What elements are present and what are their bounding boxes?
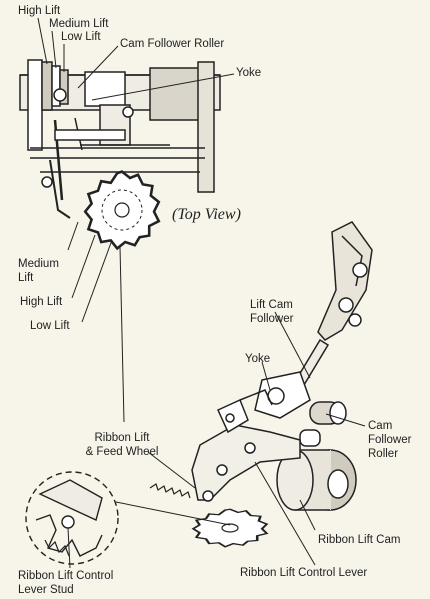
top-view-feed-wheel	[83, 170, 161, 250]
label-low-lift-left: Low Lift	[30, 320, 70, 332]
bottom-leader-lines	[67, 311, 366, 569]
label-high-lift-top: High Lift	[18, 5, 61, 17]
stud-detail-circle	[25, 471, 231, 565]
perspective-feed-wheel	[191, 507, 269, 548]
label-lift-cam-follower-2: Follower	[250, 313, 294, 325]
label-top-view: (Top View)	[172, 206, 241, 223]
label-medium-lift-top: Medium Lift	[49, 18, 109, 30]
label-cam-follower-roller-right-3: Roller	[368, 448, 399, 460]
perspective-mechanism	[149, 221, 373, 511]
label-yoke-right: Yoke	[245, 353, 271, 365]
label-medium-lift-left-2: Lift	[18, 272, 34, 284]
label-cam-follower-roller-right-1: Cam	[368, 420, 393, 432]
label-ribbon-lift-control-lever: Ribbon Lift Control Lever	[240, 567, 368, 579]
label-cam-follower-roller-right-2: Follower	[368, 434, 412, 446]
label-medium-lift-left-1: Medium	[18, 258, 59, 270]
label-ribbon-lift-control-lever-stud-2: Lever Stud	[18, 584, 74, 596]
top-leader-lines	[37, 17, 235, 423]
label-ribbon-lift-cam: Ribbon Lift Cam	[318, 534, 401, 546]
label-ribbon-lift-feed-wheel-1: Ribbon Lift	[94, 432, 150, 444]
label-yoke-top: Yoke	[236, 67, 262, 79]
label-ribbon-lift-feed-wheel-2: & Feed Wheel	[85, 446, 159, 458]
label-low-lift-top: Low Lift	[61, 31, 101, 43]
label-ribbon-lift-control-lever-stud-1: Ribbon Lift Control	[18, 570, 114, 582]
label-lift-cam-follower-1: Lift Cam	[250, 299, 293, 311]
label-high-lift-left: High Lift	[20, 296, 63, 308]
top-view-mechanism	[19, 59, 221, 219]
label-cam-follower-roller-top: Cam Follower Roller	[120, 38, 225, 50]
